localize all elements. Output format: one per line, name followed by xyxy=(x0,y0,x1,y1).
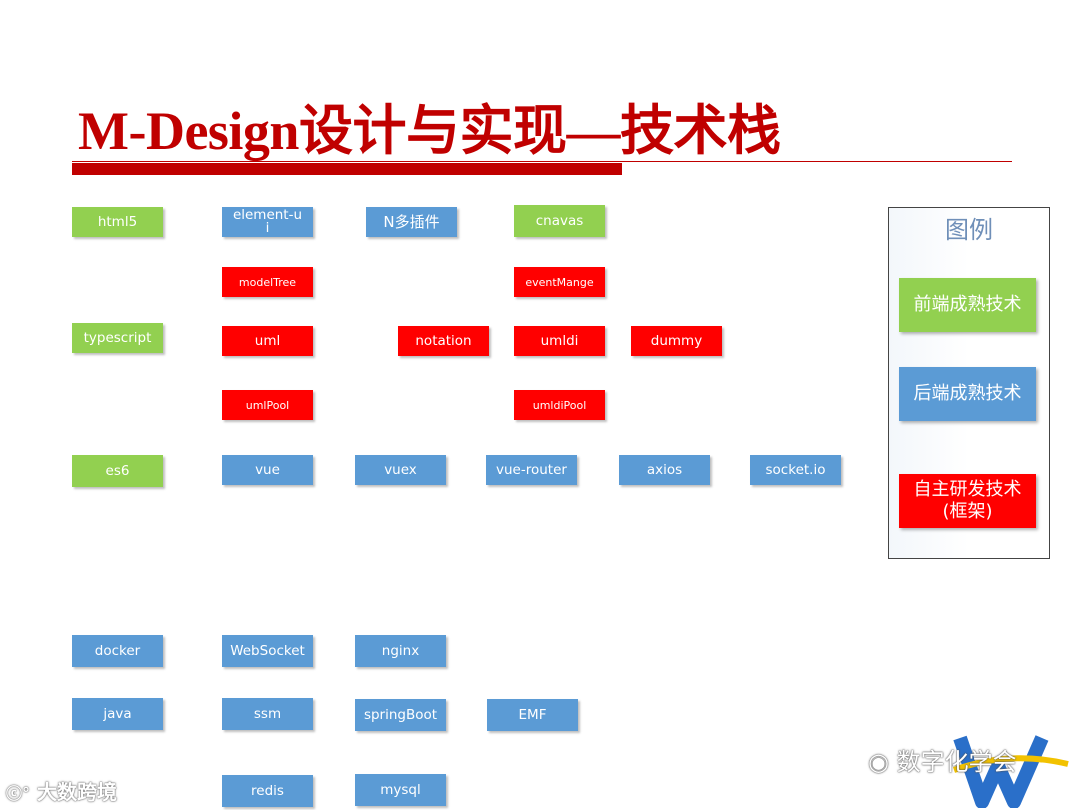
legend-self-developed: 自主研发技术 (框架) xyxy=(899,474,1036,528)
box-nginx: nginx xyxy=(355,635,446,667)
box-mysql: mysql xyxy=(355,774,446,806)
box-typescript: typescript xyxy=(72,323,163,353)
weibo-icon: ⓒ° xyxy=(6,784,31,803)
box-emf: EMF xyxy=(487,699,578,731)
box-es6: es6 xyxy=(72,455,163,487)
box-vuex: vuex xyxy=(355,455,446,485)
watermark-right-text: 数字化学会 xyxy=(896,748,1017,776)
box-modeltree: modelTree xyxy=(222,267,313,297)
watermark-left: ⓒ° 大数跨境 xyxy=(6,776,117,805)
box-vue: vue xyxy=(222,455,313,485)
watermark-right: ◉ 数字化学会 xyxy=(868,742,1017,777)
box-ssm: ssm xyxy=(222,698,313,730)
box-n-plugins: N多插件 xyxy=(366,207,457,237)
box-axios: axios xyxy=(619,455,710,485)
box-websocket: WebSocket xyxy=(222,635,313,667)
box-element-ui-label: element-ui xyxy=(232,207,303,236)
legend-backend-mature: 后端成熟技术 xyxy=(899,367,1036,421)
page-title: M-Design设计与实现—技术栈 xyxy=(78,101,781,161)
legend-panel: 图例 前端成熟技术 后端成熟技术 自主研发技术 (框架) xyxy=(888,207,1050,559)
box-docker: docker xyxy=(72,635,163,667)
box-notation: notation xyxy=(398,326,489,356)
title-underline-thick xyxy=(72,163,622,175)
box-umldi: umldi xyxy=(514,326,605,356)
box-cnavas: cnavas xyxy=(514,205,605,237)
box-uml: uml xyxy=(222,326,313,356)
watermark-left-text: 大数跨境 xyxy=(36,780,117,804)
box-vue-router: vue-router xyxy=(486,455,577,485)
legend-title: 图例 xyxy=(945,216,993,244)
legend-frontend-mature: 前端成熟技术 xyxy=(899,278,1036,332)
box-element-ui: element-ui xyxy=(222,207,313,237)
box-eventmange: eventMange xyxy=(514,267,605,297)
box-dummy: dummy xyxy=(631,326,722,356)
wechat-icon: ◉ xyxy=(868,748,889,776)
box-html5: html5 xyxy=(72,207,163,237)
w-logo-icon xyxy=(952,735,1069,808)
box-redis: redis xyxy=(222,775,313,807)
box-java: java xyxy=(72,698,163,730)
box-umldipool: umldiPool xyxy=(514,390,605,420)
box-umlpool: umlPool xyxy=(222,390,313,420)
box-springboot: springBoot xyxy=(355,699,446,731)
title-underline-thin xyxy=(72,161,1012,162)
box-socket-io: socket.io xyxy=(750,455,841,485)
